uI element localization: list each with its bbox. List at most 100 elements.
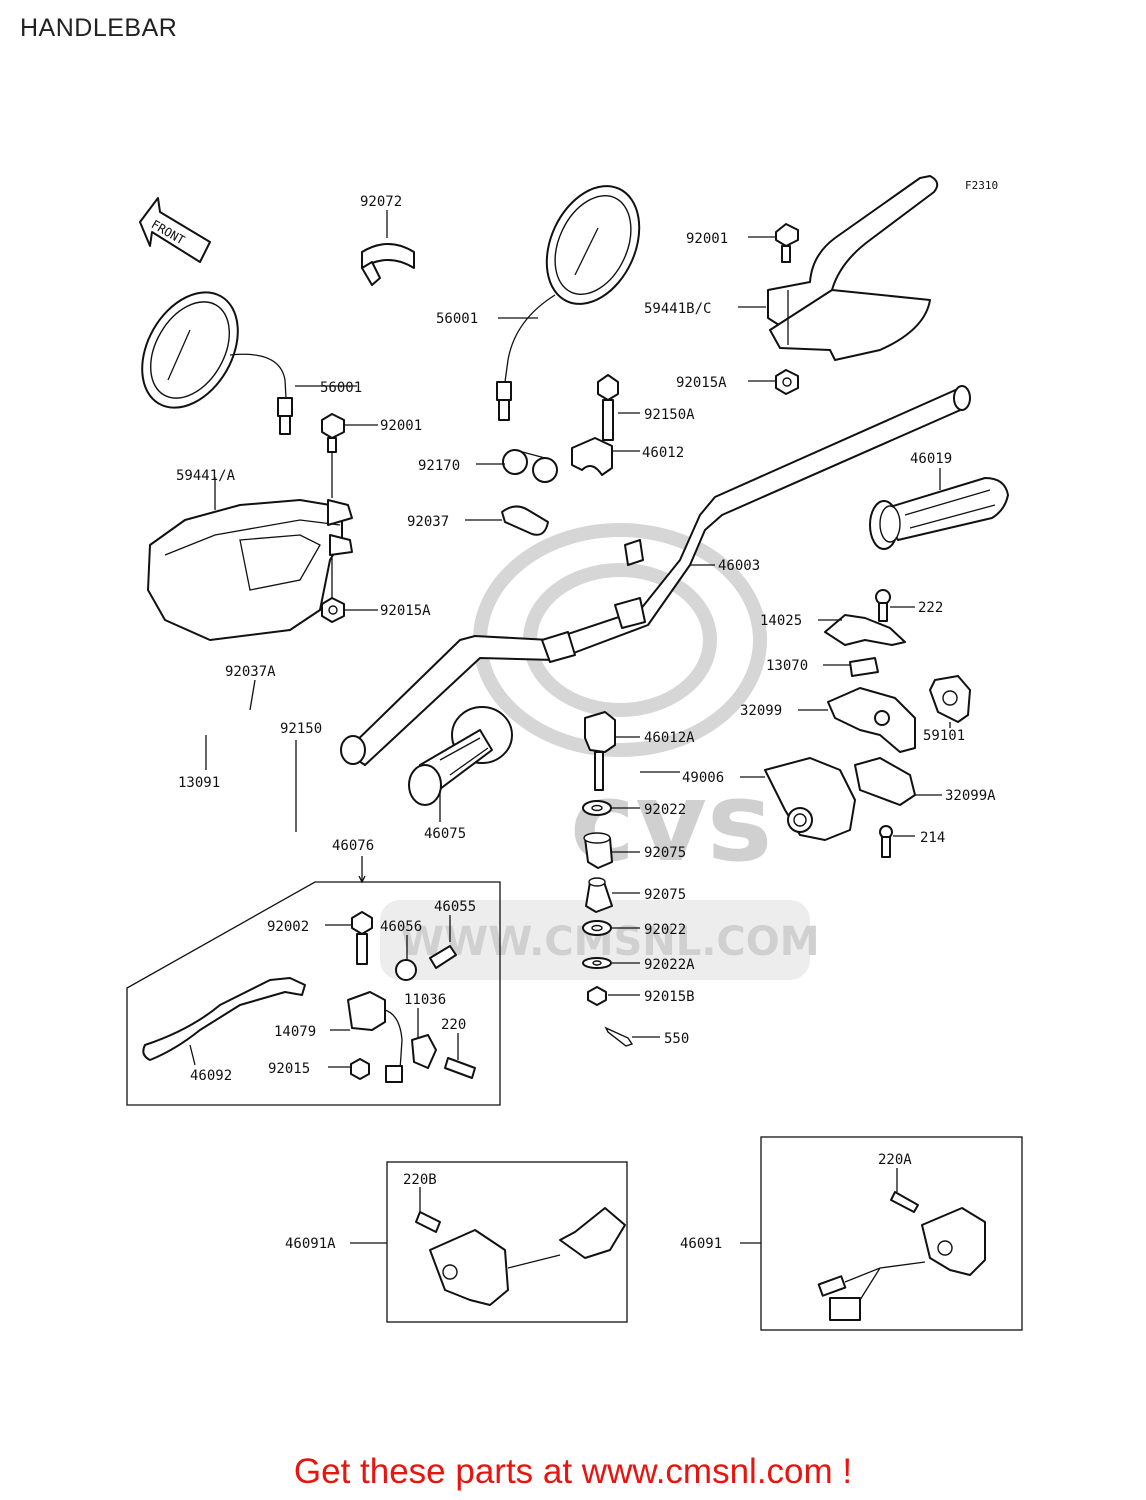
screw-220: [444, 1057, 476, 1079]
label-92150: 92150: [280, 721, 322, 737]
pulley-13070: [849, 657, 879, 677]
handlebar-46003: [340, 385, 971, 766]
washer-92022-top: [582, 800, 612, 816]
nut-92015: [350, 1058, 370, 1080]
label-92001-left: 92001: [380, 418, 422, 434]
label-14025: 14025: [760, 613, 802, 629]
label-92075-upper: 92075: [644, 845, 686, 861]
label-32099a: 32099A: [945, 788, 996, 804]
label-46019: 46019: [910, 451, 952, 467]
label-92002: 92002: [267, 919, 309, 935]
lever-assembly-box: [126, 856, 501, 1106]
clamp-46012: [571, 437, 613, 476]
connector-small: [385, 1065, 403, 1083]
label-220b: 220B: [403, 1172, 437, 1188]
throttle-housing-32099: [827, 687, 916, 753]
label-550: 550: [664, 1031, 689, 1047]
label-13091: 13091: [178, 775, 220, 791]
throttle-case-49006: [764, 757, 856, 841]
label-92022-top: 92022: [644, 802, 686, 818]
part-labels: 92072 56001 56001 92001 92001 59441B/C 9…: [176, 194, 996, 1252]
adjuster-46055: [429, 945, 457, 969]
label-46076: 46076: [332, 838, 374, 854]
footer-link-text[interactable]: Get these parts at www.cmsnl.com !: [293, 1452, 853, 1491]
screw-214: [879, 825, 893, 858]
label-13070: 13070: [766, 658, 808, 674]
holder-14079: [347, 991, 403, 1071]
label-92072: 92072: [360, 194, 402, 210]
label-46012: 46012: [642, 445, 684, 461]
clamp-ring-92072: [361, 243, 415, 286]
nut-46056: [395, 959, 417, 981]
nut-92015A-left: [321, 558, 345, 623]
right-handguard: [767, 175, 939, 361]
label-46075: 46075: [424, 826, 466, 842]
nut-92015B: [587, 986, 607, 1006]
label-46092: 46092: [190, 1068, 232, 1084]
label-92015b: 92015B: [644, 989, 695, 1005]
leader-lines: [189, 210, 951, 1212]
label-46055: 46055: [434, 899, 476, 915]
left-mirror: [141, 291, 293, 435]
label-92015a-left: 92015A: [380, 603, 431, 619]
label-92150a: 92150A: [644, 407, 695, 423]
front-arrow-icon: FRONT: [139, 197, 211, 263]
cover-59101: [929, 675, 971, 723]
label-92075-lower: 92075: [644, 887, 686, 903]
guide-14025: [824, 614, 906, 646]
label-11036: 11036: [404, 992, 446, 1008]
label-92037a: 92037A: [225, 664, 276, 680]
label-46091a: 46091A: [285, 1236, 336, 1252]
label-46003: 46003: [718, 558, 760, 574]
label-46091: 46091: [680, 1236, 722, 1252]
rubber-92075-lower: [585, 877, 613, 913]
label-222: 222: [918, 600, 943, 616]
washer-92022A: [582, 957, 612, 969]
switch-box-46091: [740, 1136, 1023, 1331]
label-46056: 46056: [380, 919, 422, 935]
label-92022-bottom: 92022: [644, 922, 686, 938]
page-title: HANDLEBAR: [20, 14, 178, 42]
holder-46012A: [584, 711, 616, 791]
watermark: cvs WWW.CMSNL.COM: [380, 523, 820, 980]
label-56001-left: 56001: [320, 380, 362, 396]
bolt-92001-right: [775, 223, 799, 263]
pin-550: [604, 1026, 634, 1047]
throttle-housing-32099A: [854, 757, 916, 806]
label-92022a: 92022A: [644, 957, 695, 973]
diagram-code: F2310: [965, 179, 998, 192]
rubber-92075-upper: [583, 832, 613, 869]
label-92001-right: 92001: [686, 231, 728, 247]
screw-222: [875, 589, 891, 622]
nut-92015A-right: [775, 369, 799, 395]
label-59101: 59101: [923, 728, 965, 744]
label-49006: 49006: [682, 770, 724, 786]
label-92015: 92015: [268, 1061, 310, 1077]
clip-92037: [501, 505, 549, 536]
parts-diagram: cvs WWW.CMSNL.COM FRONT F2310: [126, 175, 1023, 1331]
label-59441bc: 59441B/C: [644, 301, 711, 317]
label-92015a-right: 92015A: [676, 375, 727, 391]
label-92037: 92037: [407, 514, 449, 530]
bolt-92002: [351, 911, 373, 965]
label-220a: 220A: [878, 1152, 912, 1168]
bolt-92001-left: [321, 413, 345, 498]
switch-11036: [411, 1034, 437, 1069]
grip-46075: [408, 706, 513, 806]
label-14079: 14079: [274, 1024, 316, 1040]
right-mirror: [496, 185, 641, 421]
left-handguard: [147, 499, 353, 641]
label-59441a: 59441/A: [176, 468, 236, 484]
washer-92022-bottom: [582, 920, 612, 936]
label-56001-right: 56001: [436, 311, 478, 327]
bolt-92150A: [597, 374, 619, 441]
label-220: 220: [441, 1017, 466, 1033]
label-46012a: 46012A: [644, 730, 695, 746]
label-32099: 32099: [740, 703, 782, 719]
switch-box-46091A: [350, 1161, 628, 1323]
label-214: 214: [920, 830, 945, 846]
grip-46019: [869, 477, 1009, 550]
clamp-92170: [502, 449, 558, 483]
label-92170: 92170: [418, 458, 460, 474]
lever-46092: [142, 977, 306, 1061]
